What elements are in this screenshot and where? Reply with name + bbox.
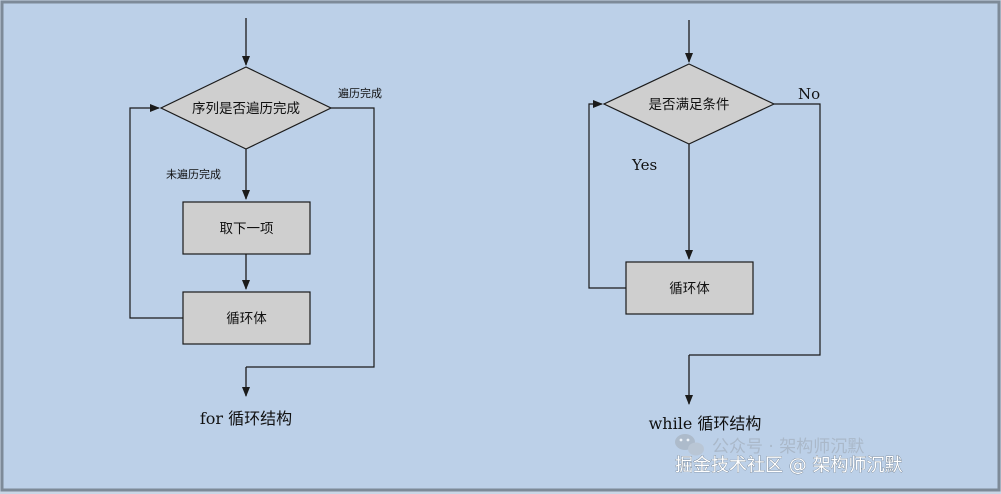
watermark: 公众号 · 架构师沉默 掘金技术社区 @ 架构师沉默 (675, 434, 903, 476)
for-step-box (182, 201, 311, 255)
for-not-done-label: 未遍历完成 (166, 167, 221, 181)
for-body-text: 循环体 (226, 311, 267, 327)
for-step-text: 取下一项 (220, 221, 274, 237)
while-caption: while 循环结构 (649, 414, 762, 433)
for-done-path (246, 107, 375, 368)
for-decision-text: 序列是否遍历完成 (192, 101, 300, 117)
while-body-text: 循环体 (669, 281, 710, 297)
for-caption: for 循环结构 (200, 409, 292, 428)
while-yes-label: Yes (631, 156, 657, 174)
wechat-icon (675, 434, 704, 456)
watermark-line-2: 掘金技术社区 @ 架构师沉默 (675, 455, 902, 476)
while-loop-diagram: 是否满足条件 No Yes 循环体 while 循环结构 (588, 20, 821, 433)
for-loop-diagram: 序列是否遍历完成 遍历完成 未遍历完成 取下一项 循环体 for 循环结构 (129, 18, 382, 428)
while-loop-back-path (588, 100, 626, 289)
while-decision-text: 是否满足条件 (649, 96, 730, 113)
while-body-box (625, 261, 754, 315)
while-no-label: No (798, 85, 820, 103)
while-no-path (689, 103, 821, 356)
watermark-line-1: 公众号 · 架构师沉默 (712, 437, 864, 457)
for-loop-back-path (129, 104, 183, 319)
for-done-label: 遍历完成 (338, 86, 382, 100)
